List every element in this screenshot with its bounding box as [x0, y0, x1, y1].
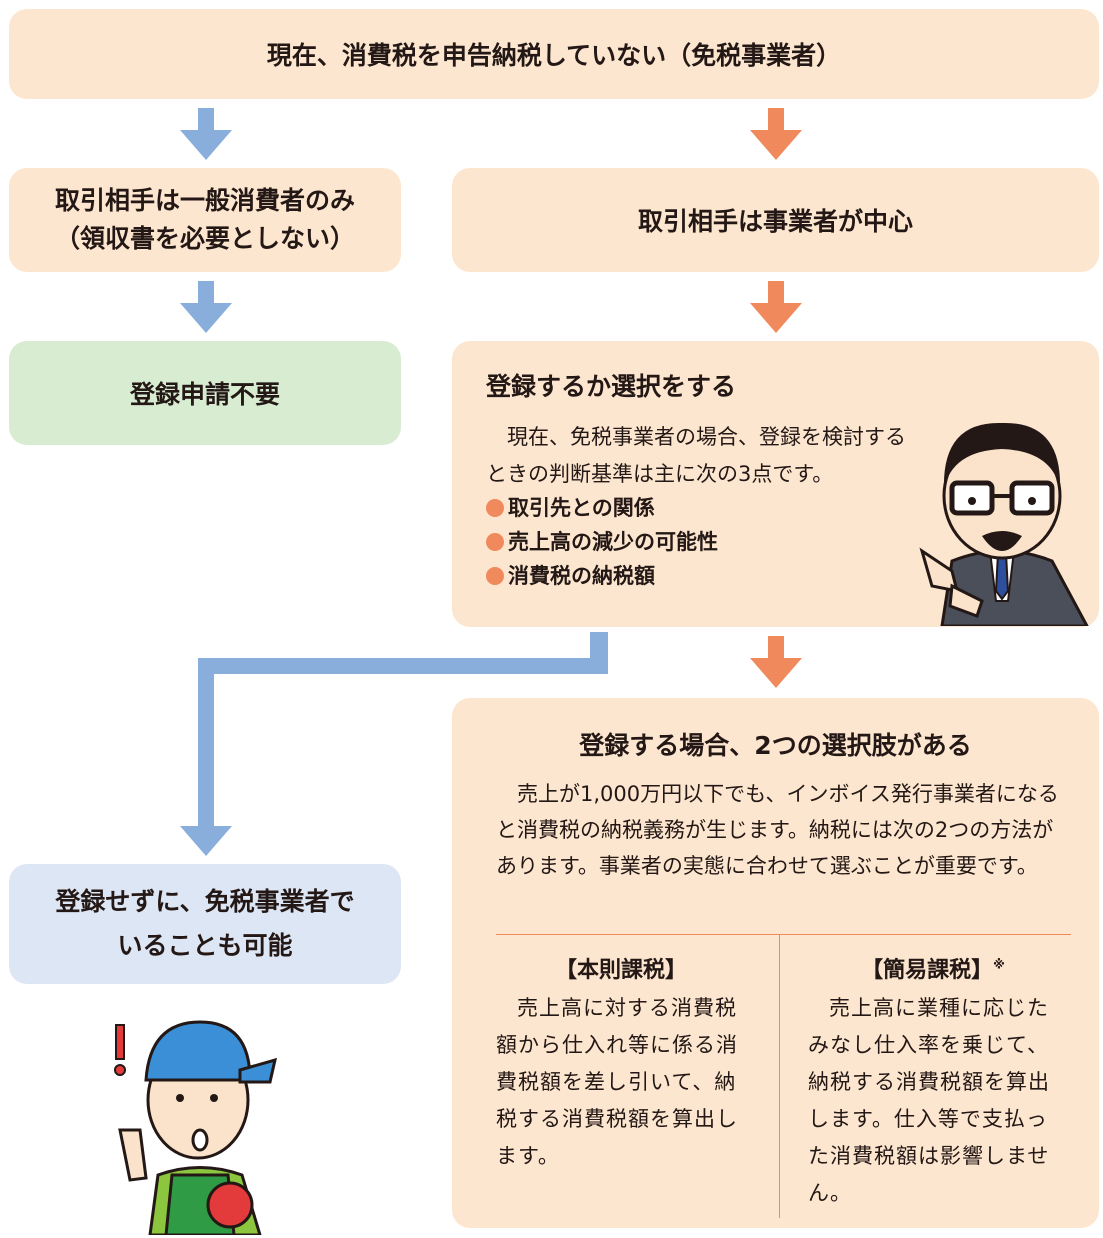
stay-exempt-line2: いることも可能	[117, 931, 293, 960]
status-text: 現在、消費税を申告納税していない（免税事業者）	[266, 41, 842, 70]
status-box: 現在、消費税を申告納税していない（免税事業者）	[9, 9, 1099, 99]
criteria-item: 売上高の減少の可能性	[486, 525, 718, 559]
kani-title: 【簡易課税】	[861, 958, 994, 983]
stay-exempt-box: 登録せずに、免税事業者で いることも可能	[9, 864, 401, 984]
consumer-only-line2: （領収書を必要としない）	[54, 224, 355, 253]
kani-mark: ※	[993, 957, 1005, 972]
select-title: 登録するか選択をする	[486, 372, 737, 401]
businessman-icon	[919, 422, 1089, 626]
consumer-only-box: 取引相手は一般消費者のみ （領収書を必要としない）	[9, 168, 401, 272]
criteria-list: 取引先との関係 売上高の減少の可能性 消費税の納税額	[486, 491, 718, 593]
orange-arrow-icon	[750, 108, 802, 160]
business-partner-box: 取引相手は事業者が中心	[452, 168, 1099, 272]
blue-arrow-icon	[180, 108, 232, 160]
options-divider	[496, 934, 1071, 935]
bullet-dot-icon	[486, 567, 504, 585]
honsoku-body: 売上高に対する消費税額から仕入れ等に係る消費税額を差し引いて、納税する消費税額を…	[496, 996, 738, 1168]
criteria-item: 消費税の納税額	[486, 559, 718, 593]
criteria-item: 取引先との関係	[486, 491, 718, 525]
kani-title-wrap: 【簡易課税】※	[808, 952, 1058, 984]
business-partner-text: 取引相手は事業者が中心	[637, 207, 913, 236]
blue-connector-arrow	[180, 632, 608, 856]
shopkeeper-icon	[114, 1020, 278, 1235]
options-body: 売上が1,000万円以下でも、インボイス発行事業者になると消費税の納税義務が生じ…	[496, 782, 1059, 878]
options-title: 登録する場合、2つの選択肢がある	[579, 731, 972, 760]
bullet-dot-icon	[486, 533, 504, 551]
column-divider	[779, 935, 780, 1218]
stay-exempt-line1: 登録せずに、免税事業者で	[55, 887, 355, 916]
options-box: 登録する場合、2つの選択肢がある 売上が1,000万円以下でも、インボイス発行事…	[452, 698, 1099, 1228]
no-registration-box: 登録申請不要	[9, 341, 401, 445]
kani-column: 【簡易課税】※ 売上高に業種に応じたみなし仕入率を乗じて、納税する消費税額を算出…	[808, 952, 1058, 1212]
blue-arrow-icon	[180, 281, 232, 333]
consumer-only-line1: 取引相手は一般消費者のみ	[54, 186, 355, 215]
select-registration-box: 登録するか選択をする 現在、免税事業者の場合、登録を検討するときの判断基準は主に…	[452, 341, 1099, 627]
kani-body: 売上高に業種に応じたみなし仕入率を乗じて、納税する消費税額を算出します。仕入等で…	[808, 996, 1050, 1205]
no-registration-text: 登録申請不要	[129, 380, 280, 409]
honsoku-title: 【本則課税】	[554, 958, 687, 983]
orange-arrow-icon	[750, 636, 802, 688]
orange-arrow-icon	[750, 281, 802, 333]
select-body: 現在、免税事業者の場合、登録を検討するときの判断基準は主に次の3点です。	[486, 425, 906, 486]
bullet-dot-icon	[486, 499, 504, 517]
honsoku-column: 【本則課税】 売上高に対する消費税額から仕入れ等に係る消費税額を差し引いて、納税…	[496, 952, 746, 1175]
